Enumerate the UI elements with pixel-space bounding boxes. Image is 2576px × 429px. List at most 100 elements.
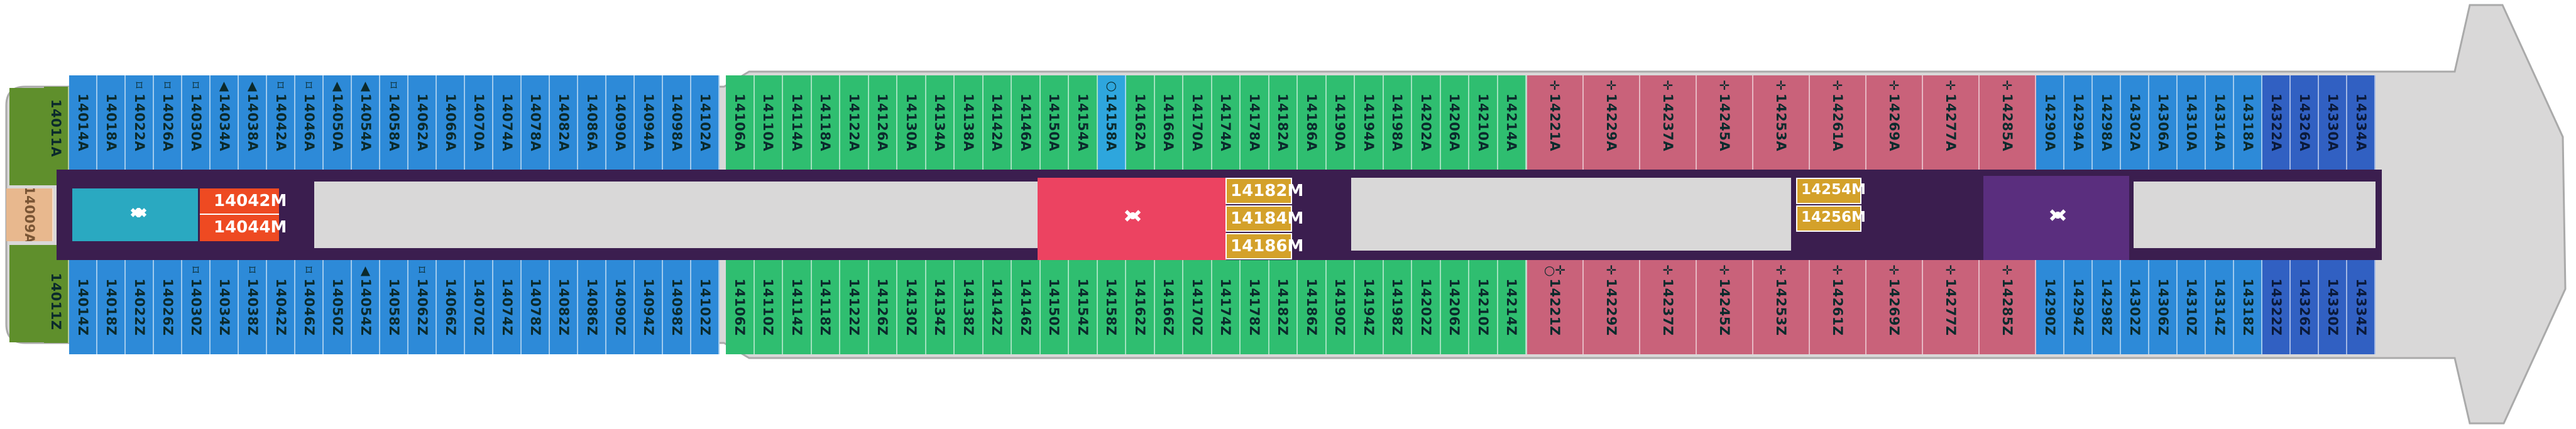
cabin-14318A[interactable]: 14318A bbox=[2234, 75, 2262, 170]
cabin-14062Z[interactable]: ⌑14062Z bbox=[408, 260, 437, 354]
cabin-14314A[interactable]: 14314A bbox=[2206, 75, 2234, 170]
cabin-14306Z[interactable]: 14306Z bbox=[2149, 260, 2178, 354]
cabin-14074A[interactable]: 14074A bbox=[493, 75, 522, 170]
cabin-14042A[interactable]: ⌑14042A bbox=[267, 75, 295, 170]
cabin-14306A[interactable]: 14306A bbox=[2149, 75, 2178, 170]
cabin-14186A[interactable]: 14186A bbox=[1298, 75, 1327, 170]
cabin-14066A[interactable]: 14066A bbox=[437, 75, 465, 170]
cabin-14082Z[interactable]: 14082Z bbox=[550, 260, 578, 354]
cabin-14034A[interactable]: ▲14034A bbox=[211, 75, 239, 170]
suite-14186M[interactable]: 14186M bbox=[1225, 233, 1303, 259]
cabin-14322A[interactable]: 14322A bbox=[2262, 75, 2291, 170]
cabin-14166Z[interactable]: 14166Z bbox=[1154, 260, 1183, 354]
cabin-14290A[interactable]: 14290A bbox=[2036, 75, 2064, 170]
cabin-14174Z[interactable]: 14174Z bbox=[1212, 260, 1241, 354]
cabin-14138Z[interactable]: 14138Z bbox=[955, 260, 984, 354]
cabin-14277Z[interactable]: ✛14277Z bbox=[1923, 260, 1980, 354]
cabin-14046A[interactable]: ⌑14046A bbox=[295, 75, 324, 170]
cabin-14026Z[interactable]: 14026Z bbox=[154, 260, 182, 354]
cabin-14042Z[interactable]: 14042Z bbox=[267, 260, 295, 354]
cabin-14194Z[interactable]: 14194Z bbox=[1355, 260, 1384, 354]
cabin-14094A[interactable]: 14094A bbox=[635, 75, 663, 170]
cabin-14011A[interactable]: 14011A bbox=[44, 87, 69, 170]
cabin-14018Z[interactable]: 14018Z bbox=[97, 260, 126, 354]
cabin-14078Z[interactable]: 14078Z bbox=[522, 260, 550, 354]
cabin-14170Z[interactable]: 14170Z bbox=[1183, 260, 1212, 354]
cabin-14102A[interactable]: 14102A bbox=[691, 75, 720, 170]
cabin-14162Z[interactable]: 14162Z bbox=[1126, 260, 1155, 354]
cabin-14261Z[interactable]: ✛14261Z bbox=[1810, 260, 1866, 354]
cabin-14154Z[interactable]: 14154Z bbox=[1069, 260, 1098, 354]
cabin-14221Z[interactable]: ○✛14221Z bbox=[1527, 260, 1584, 354]
cabin-14098A[interactable]: 14098A bbox=[663, 75, 691, 170]
cabin-14178Z[interactable]: 14178Z bbox=[1241, 260, 1269, 354]
cabin-14130A[interactable]: 14130A bbox=[897, 75, 926, 170]
cabin-14146A[interactable]: 14146A bbox=[1012, 75, 1041, 170]
cabin-14146Z[interactable]: 14146Z bbox=[1012, 260, 1041, 354]
cabin-14014Z[interactable]: 14014Z bbox=[69, 260, 97, 354]
cabin-14122A[interactable]: 14122A bbox=[840, 75, 869, 170]
suite-14182M[interactable]: 14182M bbox=[1225, 178, 1303, 204]
cabin-14086Z[interactable]: 14086Z bbox=[578, 260, 606, 354]
cabin-14198A[interactable]: 14198A bbox=[1383, 75, 1412, 170]
cabin-14198Z[interactable]: 14198Z bbox=[1383, 260, 1412, 354]
cabin-14058Z[interactable]: 14058Z bbox=[380, 260, 408, 354]
cabin-14334Z[interactable]: 14334Z bbox=[2347, 260, 2376, 354]
cabin-14090A[interactable]: 14090A bbox=[606, 75, 635, 170]
cabin-14154A[interactable]: 14154A bbox=[1069, 75, 1098, 170]
cabin-14082A[interactable]: 14082A bbox=[550, 75, 578, 170]
cabin-14318Z[interactable]: 14318Z bbox=[2234, 260, 2262, 354]
cabin-14178A[interactable]: 14178A bbox=[1241, 75, 1269, 170]
cabin-14070A[interactable]: 14070A bbox=[465, 75, 493, 170]
cabin-14150Z[interactable]: 14150Z bbox=[1040, 260, 1069, 354]
cabin-14050Z[interactable]: 14050Z bbox=[324, 260, 352, 354]
suite-14256M[interactable]: 14256M bbox=[1796, 205, 1866, 232]
cabin-14170A[interactable]: 14170A bbox=[1183, 75, 1212, 170]
cabin-14206A[interactable]: 14206A bbox=[1440, 75, 1469, 170]
cabin-14034Z[interactable]: 14034Z bbox=[211, 260, 239, 354]
cabin-14158A[interactable]: ○14158A bbox=[1097, 75, 1126, 170]
cabin-14314Z[interactable]: 14314Z bbox=[2206, 260, 2234, 354]
cabin-14074Z[interactable]: 14074Z bbox=[493, 260, 522, 354]
cabin-14018A[interactable]: 14018A bbox=[97, 75, 126, 170]
cabin-14094Z[interactable]: 14094Z bbox=[635, 260, 663, 354]
cabin-14134Z[interactable]: 14134Z bbox=[926, 260, 955, 354]
cabin-14182Z[interactable]: 14182Z bbox=[1269, 260, 1298, 354]
cabin-14138A[interactable]: 14138A bbox=[955, 75, 984, 170]
cabin-14142Z[interactable]: 14142Z bbox=[983, 260, 1012, 354]
cabin-14022Z[interactable]: 14022Z bbox=[126, 260, 154, 354]
cabin-14214A[interactable]: 14214A bbox=[1498, 75, 1526, 170]
cabin-14030Z[interactable]: ⌑14030Z bbox=[182, 260, 211, 354]
cabin-14326Z[interactable]: 14326Z bbox=[2291, 260, 2319, 354]
suite-14044M[interactable]: 14044M bbox=[200, 215, 287, 241]
cabin-14142A[interactable]: 14142A bbox=[983, 75, 1012, 170]
cabin-14285A[interactable]: ✛14285A bbox=[1980, 75, 2036, 170]
cabin-14038A[interactable]: ▲14038A bbox=[239, 75, 267, 170]
cabin-14253Z[interactable]: ✛14253Z bbox=[1753, 260, 1810, 354]
cabin-14285Z[interactable]: ✛14285Z bbox=[1980, 260, 2036, 354]
cabin-14310A[interactable]: 14310A bbox=[2178, 75, 2206, 170]
cabin-14030A[interactable]: ⌑14030A bbox=[182, 75, 211, 170]
cabin-14334A[interactable]: 14334A bbox=[2347, 75, 2376, 170]
suite-14184M[interactable]: 14184M bbox=[1225, 205, 1303, 232]
cabin-14054Z[interactable]: ▲14054Z bbox=[352, 260, 380, 354]
cabin-14190Z[interactable]: 14190Z bbox=[1326, 260, 1355, 354]
cabin-14110Z[interactable]: 14110Z bbox=[754, 260, 783, 354]
cabin-14106A[interactable]: 14106A bbox=[726, 75, 755, 170]
cabin-14118A[interactable]: 14118A bbox=[811, 75, 840, 170]
cabin-14210Z[interactable]: 14210Z bbox=[1469, 260, 1498, 354]
cabin-14294A[interactable]: 14294A bbox=[2064, 75, 2093, 170]
cabin-14026A[interactable]: ⌑14026A bbox=[154, 75, 182, 170]
cabin-14330A[interactable]: 14330A bbox=[2319, 75, 2347, 170]
cabin-14237Z[interactable]: ✛14237Z bbox=[1640, 260, 1697, 354]
cabin-14261A[interactable]: ✛14261A bbox=[1810, 75, 1866, 170]
cabin-14114Z[interactable]: 14114Z bbox=[783, 260, 812, 354]
cabin-14038Z[interactable]: ⌑14038Z bbox=[239, 260, 267, 354]
cabin-14022A[interactable]: ⌑14022A bbox=[126, 75, 154, 170]
cabin-14186Z[interactable]: 14186Z bbox=[1298, 260, 1327, 354]
cabin-14182A[interactable]: 14182A bbox=[1269, 75, 1298, 170]
cabin-14302Z[interactable]: 14302Z bbox=[2121, 260, 2149, 354]
cabin-14011Z[interactable]: 14011Z bbox=[44, 260, 69, 343]
cabin-14098Z[interactable]: 14098Z bbox=[663, 260, 691, 354]
cabin-14046Z[interactable]: ⌑14046Z bbox=[295, 260, 324, 354]
